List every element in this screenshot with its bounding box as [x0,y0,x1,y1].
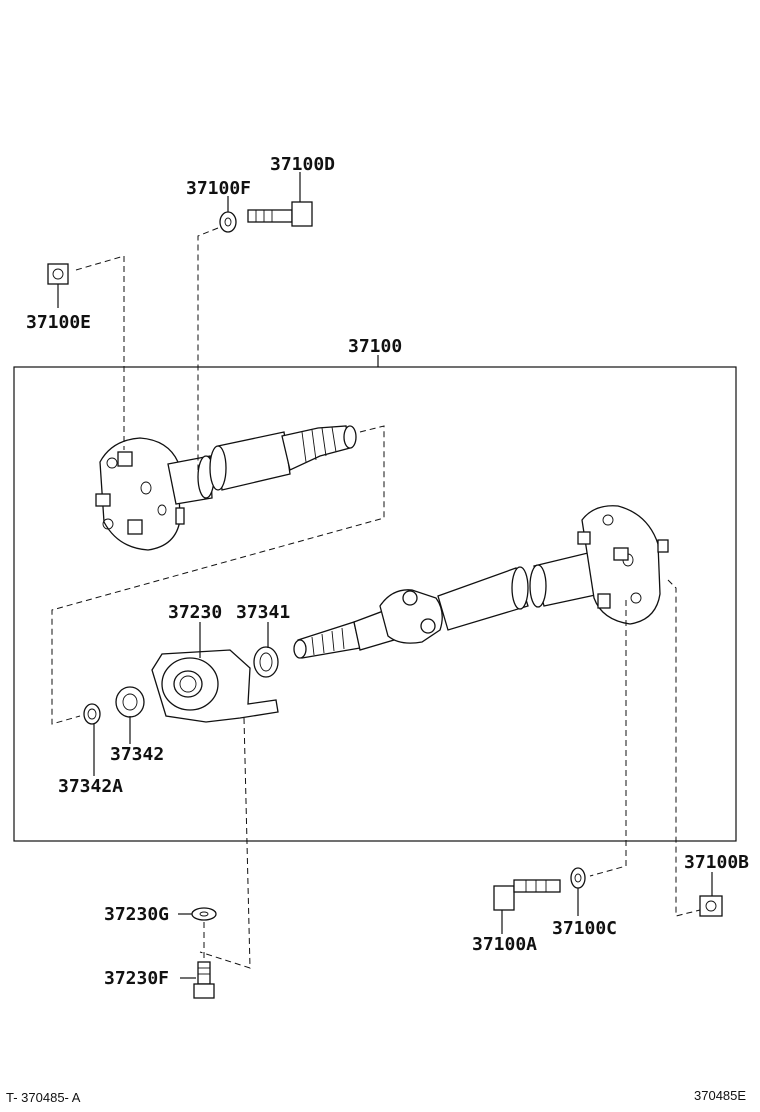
washer-37100C [570,867,586,889]
rear-shaft-flange-assembly [293,505,669,659]
label-37100F: 37100F [186,178,251,199]
center-nut-37342 [115,686,145,718]
label-37230G: 37230G [104,904,169,925]
dash-line-37100F [197,227,219,470]
assembly-37100-box [13,366,737,842]
bolt-37230F [193,961,215,999]
nut-37100B [699,895,723,917]
washer-37100F [219,211,237,233]
dash-line-37100E [75,255,125,450]
washer-37342A [83,703,101,725]
label-37230: 37230 [168,602,222,623]
dash-line-37100B [667,579,701,917]
label-37100D: 37100D [270,154,335,175]
front-shaft-flange-assembly [95,425,357,551]
dust-seal-37341 [253,646,279,678]
nut-37100E [47,263,69,285]
label-37230F: 37230F [104,968,169,989]
center-support-bearing-37230 [151,649,279,723]
label-37100B: 37100B [684,852,749,873]
washer-37230G [191,907,217,921]
label-37100E: 37100E [26,312,91,333]
label-37100C: 37100C [552,918,617,939]
label-37342: 37342 [110,744,164,765]
label-37342A: 37342A [58,776,123,797]
dash-line-37100C [589,600,627,877]
label-37100A: 37100A [472,934,537,955]
dash-line-37230F [199,717,251,969]
footer-left-code: T- 370485- A [6,1090,81,1105]
dash-line-upper-shaft [51,425,385,725]
label-37100: 37100 [348,336,402,357]
label-37341: 37341 [236,602,290,623]
bolt-37100D [247,201,313,227]
bolt-37100A [493,879,561,911]
footer-right-code: 370485E [694,1088,746,1103]
